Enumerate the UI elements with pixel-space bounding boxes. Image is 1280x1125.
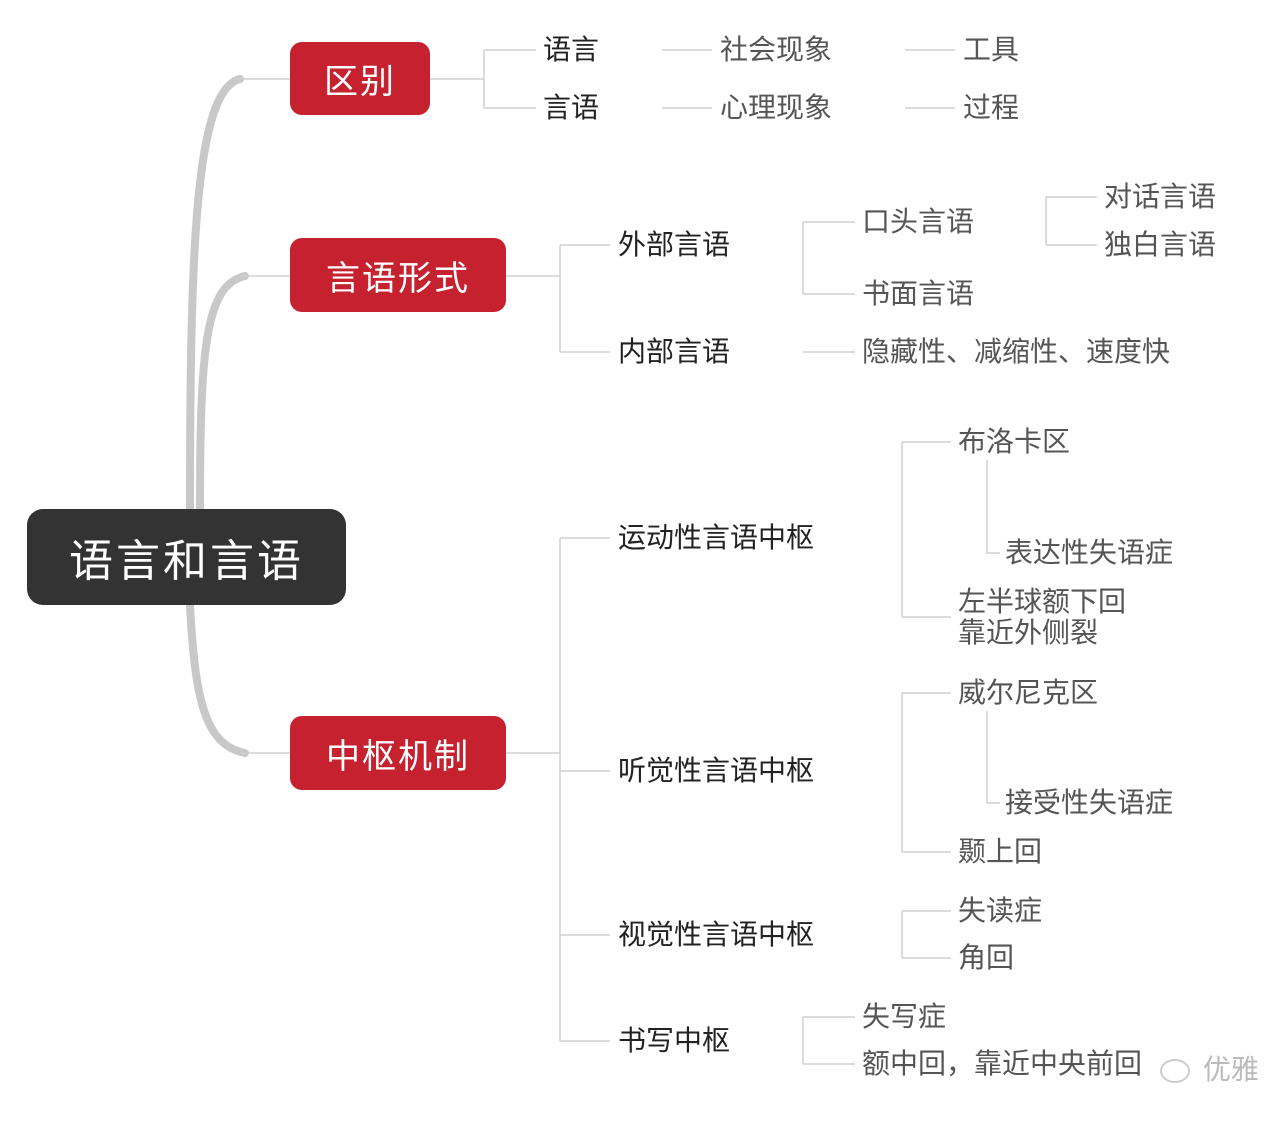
node-jieshou-shiyu[interactable]: 接受性失语症 <box>1005 786 1174 819</box>
node-xinli-xianxiang[interactable]: 心理现象 <box>720 91 833 124</box>
node-neibu-yanyu[interactable]: 内部言语 <box>618 335 731 368</box>
node-weiernike[interactable]: 威尔尼克区 <box>958 676 1099 709</box>
node-shehui-xianxiang[interactable]: 社会现象 <box>720 33 833 66</box>
node-tingjue-zhongshu[interactable]: 听觉性言语中枢 <box>618 754 815 787</box>
node-e-zhong-hui[interactable]: 额中回，靠近中央前回 <box>862 1047 1143 1080</box>
node-yanyu[interactable]: 言语 <box>543 91 600 124</box>
node-shumian-yanyu[interactable]: 书面言语 <box>862 277 975 310</box>
node-biaoda-shiyu[interactable]: 表达性失语症 <box>1005 536 1174 569</box>
branch-curve-xingshi <box>196 272 249 514</box>
node-shixie[interactable]: 失写症 <box>862 1000 947 1033</box>
branch-curve-qubie <box>186 75 244 514</box>
node-yanyu-xingshi[interactable]: 言语形式 <box>290 238 506 312</box>
branch-curve-zhongshu <box>186 601 249 757</box>
node-shidu[interactable]: 失读症 <box>958 894 1043 927</box>
node-neibu-desc[interactable]: 隐藏性、减缩性、速度快 <box>862 335 1171 368</box>
node-duihua-yanyu[interactable]: 对话言语 <box>1104 180 1217 213</box>
node-zhongshu-jizhi[interactable]: 中枢机制 <box>290 716 506 790</box>
node-shijue-zhongshu[interactable]: 视觉性言语中枢 <box>618 918 815 951</box>
node-gongju[interactable]: 工具 <box>963 33 1020 66</box>
node-shuxie-zhongshu[interactable]: 书写中枢 <box>618 1024 731 1057</box>
node-waibu-yanyu[interactable]: 外部言语 <box>618 228 731 261</box>
node-yuyan[interactable]: 语言 <box>543 33 600 66</box>
node-qubie[interactable]: 区别 <box>290 42 430 115</box>
node-e-xia-hui[interactable]: 左半球额下回 <box>958 585 1127 618</box>
node-guocheng[interactable]: 过程 <box>963 91 1020 124</box>
node-nie-shang-hui[interactable]: 颞上回 <box>958 835 1043 868</box>
root-node[interactable]: 语言和言语 <box>27 509 346 605</box>
node-buluoka[interactable]: 布洛卡区 <box>958 425 1071 458</box>
node-dubai-yanyu[interactable]: 独白言语 <box>1104 228 1217 261</box>
node-jiaohui[interactable]: 角回 <box>958 941 1015 974</box>
watermark-text: 优雅 <box>1202 1053 1259 1086</box>
node-waice-lie[interactable]: 靠近外侧裂 <box>958 616 1099 649</box>
wechat-icon <box>1160 1059 1190 1083</box>
watermark: 优雅 <box>1160 1048 1259 1088</box>
node-koutou-yanyu[interactable]: 口头言语 <box>862 205 975 238</box>
node-yundong-zhongshu[interactable]: 运动性言语中枢 <box>618 521 815 554</box>
